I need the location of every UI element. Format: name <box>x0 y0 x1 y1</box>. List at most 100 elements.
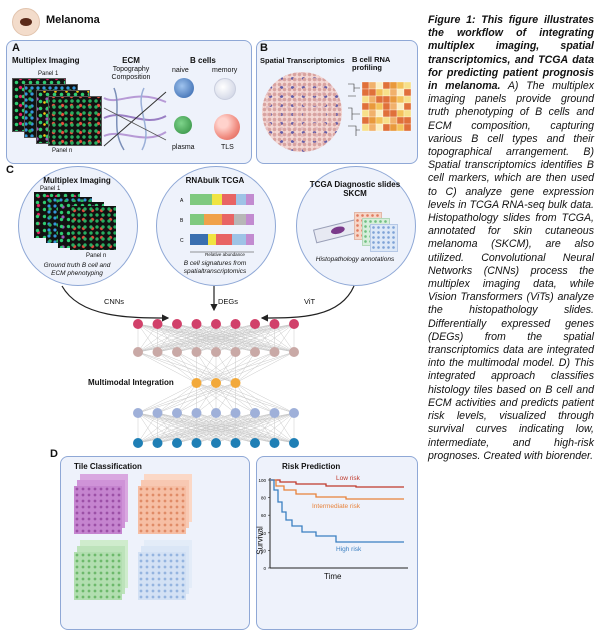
nn-node <box>289 347 299 357</box>
nn-node <box>133 408 143 418</box>
intermediate-risk-curve <box>270 479 404 500</box>
nn-edge <box>274 323 295 353</box>
nn-edge <box>196 351 236 384</box>
nn-edge <box>137 412 295 444</box>
nn-edge <box>157 412 295 444</box>
degs-label: DEGs <box>218 297 239 306</box>
nn-edge <box>157 382 236 414</box>
nn-node <box>191 408 202 418</box>
melanoma-icon <box>12 8 40 36</box>
nn-node <box>230 319 241 329</box>
c-paneln-label: Panel n <box>86 253 107 259</box>
nn-node <box>269 347 280 357</box>
risk-title: Risk Prediction <box>282 462 341 471</box>
nn-edge <box>274 412 295 444</box>
nn-edge <box>254 323 295 353</box>
rna-bar-segment <box>236 194 246 205</box>
nn-node <box>172 347 182 357</box>
nn-edge <box>196 351 295 384</box>
tile-stack-green <box>74 540 128 602</box>
nn-edge <box>137 323 275 353</box>
nn-node <box>230 378 241 388</box>
paneln-label: Panel n <box>52 148 73 154</box>
nn-edge <box>137 382 236 414</box>
nn-edge <box>196 351 256 384</box>
nn-edge <box>196 351 275 384</box>
nn-edge <box>215 412 295 444</box>
nn-node <box>230 438 241 448</box>
survival-axis-label: Survival <box>255 526 265 555</box>
vit-label: ViT <box>304 297 316 306</box>
nn-node <box>211 347 221 357</box>
tcga-note: Histopathology annotations <box>315 256 395 263</box>
nn-node <box>230 347 241 357</box>
rna-axis-label: Relative abundance <box>205 252 245 257</box>
nn-node <box>289 438 299 448</box>
panel-d-letter: D <box>50 448 58 460</box>
nn-node <box>191 347 202 357</box>
nn-edge <box>176 351 197 384</box>
nn-node <box>269 438 280 448</box>
plasma-cell-icon <box>174 116 192 134</box>
nn-node <box>152 319 163 329</box>
nn-node <box>133 438 143 448</box>
tls-cluster-icon <box>214 114 240 140</box>
nn-node <box>269 319 280 329</box>
nn-edge <box>137 351 197 384</box>
nn-edge <box>137 382 197 414</box>
tile-stack-purple <box>74 474 128 536</box>
nn-node <box>269 408 280 418</box>
figure-caption: Figure 1: This figure illustrates the wo… <box>428 14 594 463</box>
plasma-label: plasma <box>172 144 195 151</box>
nn-edge <box>196 382 236 414</box>
integration-label: Multimodal Integration <box>88 378 174 387</box>
c-panel1-label: Panel 1 <box>40 186 61 192</box>
time-axis-label: Time <box>324 572 342 581</box>
nn-edge <box>137 323 158 353</box>
rna-heatmap <box>348 81 412 136</box>
bcells-title: B cells <box>190 56 216 65</box>
rna-bar-segment <box>190 214 204 225</box>
nn-edge <box>137 323 295 353</box>
page-title: Melanoma <box>46 14 100 26</box>
rnabulk-title: RNAbulk TCGA <box>185 176 245 185</box>
nn-node <box>250 319 260 329</box>
c-multiplex-stack <box>34 192 118 252</box>
high-risk-label: High risk <box>336 546 362 553</box>
y-tick-label: 0 <box>263 566 266 571</box>
rna-bar-segment <box>246 194 254 205</box>
panel-c-letter: C <box>6 164 14 176</box>
nn-node <box>152 408 163 418</box>
y-tick-label: 20 <box>261 548 267 553</box>
nn-edge <box>196 351 217 384</box>
caption-bold: Figure 1: This figure illustrates the wo… <box>428 14 594 93</box>
rna-bar-segment <box>234 214 246 225</box>
y-tick-label: 40 <box>261 531 267 536</box>
ecm-fibers <box>103 87 167 151</box>
spatial-title: Spatial Transcriptomics <box>260 56 345 65</box>
tile-title: Tile Classification <box>74 462 142 471</box>
nn-edge <box>235 382 256 414</box>
rna-row-label: C <box>180 238 184 244</box>
rna-bar-segment <box>212 194 222 205</box>
nn-edge <box>137 382 217 414</box>
nn-node <box>152 347 163 357</box>
nn-node <box>191 438 202 448</box>
nn-node <box>172 319 182 329</box>
caption-body: A) The multiplex imaging panels provide … <box>428 80 595 462</box>
ecm-subtitle: Topography Composition <box>111 66 151 81</box>
rna-bar-segment <box>190 234 208 245</box>
low-risk-label: Low risk <box>336 475 360 482</box>
nn-edge <box>137 412 197 444</box>
nn-edge <box>137 323 178 353</box>
tile-stack-icon <box>354 212 398 252</box>
memory-cell-icon <box>214 78 236 100</box>
naive-label: naive <box>172 67 189 74</box>
panel-b-letter: B <box>260 42 268 54</box>
y-tick-label: 80 <box>261 496 267 501</box>
high-risk-curve <box>270 479 404 543</box>
tile-stack-orange <box>138 474 192 536</box>
nn-edge <box>196 323 295 353</box>
nn-edge <box>235 382 295 414</box>
